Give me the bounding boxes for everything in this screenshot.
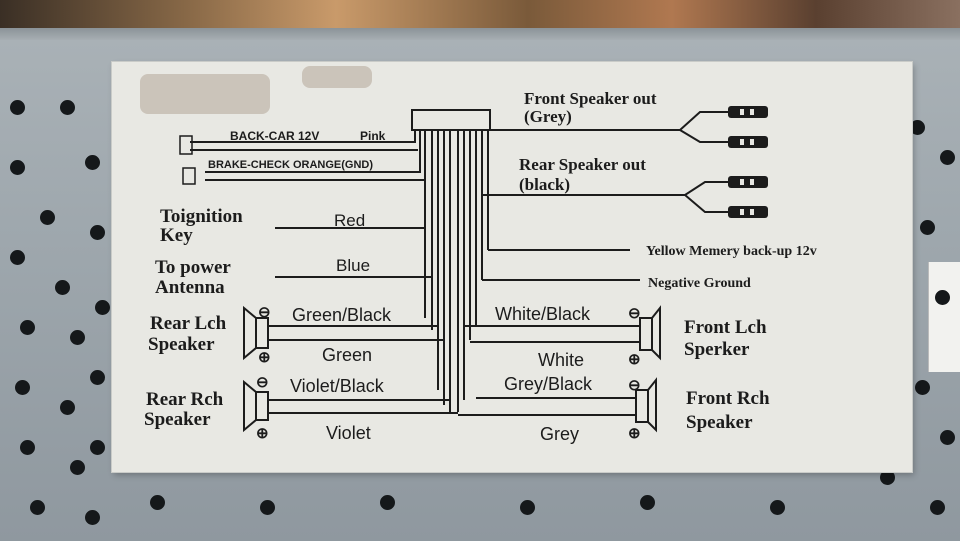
white-wire-label: White xyxy=(538,350,585,370)
rear-speaker-out-label: Rear Speaker out xyxy=(519,155,646,174)
front-rch-minus-icon: ⊖ xyxy=(628,377,641,394)
rear-lch-minus-icon: ⊖ xyxy=(258,304,271,321)
vent-hole xyxy=(520,500,535,515)
white-black-wire-label: White/Black xyxy=(495,304,591,324)
front-rch-speaker-label: Speaker xyxy=(686,412,753,433)
vent-hole xyxy=(55,280,70,295)
rear-rch-speaker-label: Speaker xyxy=(144,409,211,430)
vent-hole xyxy=(150,495,165,510)
vent-hole xyxy=(95,300,110,315)
vent-hole xyxy=(60,400,75,415)
rear-rch-plus-icon: ⊕ xyxy=(256,425,269,442)
front-rch-label: Front Rch xyxy=(686,388,770,409)
rear-lch-plus-icon: ⊕ xyxy=(258,349,271,366)
rear-lch-label: Rear Lch xyxy=(150,313,227,334)
vent-hole xyxy=(10,100,25,115)
brake-check-label: BRAKE-CHECK ORANGE(GND) xyxy=(208,159,373,171)
violet-black-wire-label: Violet/Black xyxy=(290,376,384,396)
vent-hole xyxy=(770,500,785,515)
vent-hole xyxy=(90,440,105,455)
back-car-label: BACK-CAR 12V xyxy=(230,129,320,143)
vent-hole xyxy=(30,500,45,515)
vent-hole xyxy=(20,440,35,455)
negative-ground-label: Negative Ground xyxy=(648,276,751,291)
violet-wire-label: Violet xyxy=(326,423,371,443)
vent-hole xyxy=(85,510,100,525)
rear-rch-label: Rear Rch xyxy=(146,389,224,410)
vent-hole xyxy=(15,380,30,395)
toignition-label: Toignition xyxy=(160,206,243,227)
vent-hole xyxy=(940,430,955,445)
vent-hole xyxy=(260,500,275,515)
connector-block xyxy=(411,109,491,131)
front-lch-minus-icon: ⊖ xyxy=(628,305,641,322)
vent-hole xyxy=(40,210,55,225)
toignition-key-label: Key xyxy=(160,225,193,246)
vent-hole xyxy=(940,150,955,165)
front-rch-plus-icon: ⊕ xyxy=(628,425,641,442)
to-power-label: To power xyxy=(155,257,231,278)
rear-rch-minus-icon: ⊖ xyxy=(256,374,269,391)
vent-hole xyxy=(70,330,85,345)
vent-hole xyxy=(380,495,395,510)
vent-hole xyxy=(60,100,75,115)
vent-hole xyxy=(640,495,655,510)
vent-hole xyxy=(915,380,930,395)
vent-hole xyxy=(90,370,105,385)
vent-hole xyxy=(910,120,925,135)
label-smudge xyxy=(302,66,372,88)
vent-hole xyxy=(930,500,945,515)
pink-label: Pink xyxy=(360,129,386,143)
rca-plug xyxy=(728,106,768,118)
vent-hole xyxy=(85,155,100,170)
rca-plug xyxy=(728,176,768,188)
vent-hole xyxy=(20,320,35,335)
side-sticker xyxy=(928,262,960,372)
yellow-memory-label: Yellow Memery back-up 12v xyxy=(646,244,817,259)
rca-plug xyxy=(728,136,768,148)
vent-hole xyxy=(10,160,25,175)
green-black-wire-label: Green/Black xyxy=(292,305,392,325)
blue-wire-label: Blue xyxy=(336,256,371,275)
front-speaker-out-grey-label: (Grey) xyxy=(524,107,572,126)
front-lch-sperker-label: Sperker xyxy=(684,339,750,360)
label-smudge xyxy=(140,74,270,114)
red-wire-label: Red xyxy=(334,211,366,230)
rear-speaker-out-black-label: (black) xyxy=(519,175,570,194)
antenna-label: Antenna xyxy=(155,277,225,298)
front-speaker-out-label: Front Speaker out xyxy=(524,89,657,108)
vent-hole xyxy=(880,470,895,485)
rear-lch-speaker-label: Speaker xyxy=(148,334,215,355)
vent-hole xyxy=(70,460,85,475)
rca-plug xyxy=(728,206,768,218)
vent-hole xyxy=(935,290,950,305)
vent-hole xyxy=(90,225,105,240)
green-wire-label: Green xyxy=(322,345,373,365)
front-lch-label: Front Lch xyxy=(684,317,767,338)
vent-hole xyxy=(10,250,25,265)
grey-wire-label: Grey xyxy=(540,424,580,444)
grey-black-wire-label: Grey/Black xyxy=(504,374,593,394)
front-lch-plus-icon: ⊕ xyxy=(628,351,641,368)
vent-hole xyxy=(920,220,935,235)
